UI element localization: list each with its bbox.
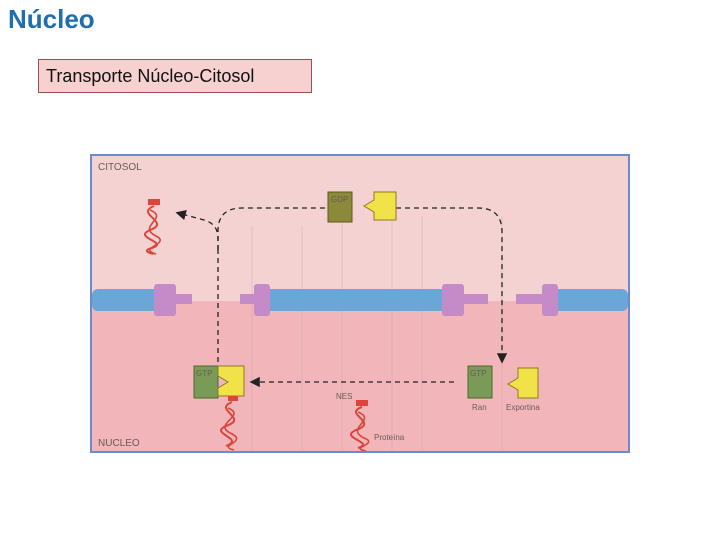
nucleus-label: NUCLEO bbox=[98, 438, 140, 449]
slide-title: Núcleo bbox=[8, 4, 95, 34]
nuclear-pore-3 bbox=[442, 284, 488, 316]
cytosol-region bbox=[92, 156, 628, 301]
nuclear-pore-4 bbox=[516, 284, 558, 316]
protein-released bbox=[144, 199, 161, 255]
cycle-arrow-cytosol bbox=[217, 207, 328, 250]
cycle-arrow-top-right bbox=[396, 207, 508, 364]
ran-gtp-right: GTP Ran bbox=[467, 365, 493, 412]
exportin-label: Exportina bbox=[506, 403, 540, 412]
subtitle-box: Transporte Núcleo-Citosol bbox=[38, 59, 312, 93]
protein-label: Proteína bbox=[374, 433, 405, 442]
ran-label: Ran bbox=[472, 403, 487, 412]
cytosol-label: CITOSOL bbox=[98, 162, 142, 173]
membrane-segment-right bbox=[554, 289, 628, 311]
gtp-right-label: GTP bbox=[470, 369, 486, 378]
exportin-nucleus: Exportina bbox=[506, 367, 540, 412]
gdp-label: GDP bbox=[331, 195, 348, 204]
protein-nes: NES Proteína bbox=[336, 392, 405, 451]
gtp-left-label: GTP bbox=[196, 369, 212, 378]
protein-left bbox=[220, 401, 238, 451]
cycle-arrow-to-protein bbox=[175, 210, 219, 250]
transport-diagram: CITOSOL NUCLEO GDP GTP bbox=[90, 154, 630, 453]
ran-gtp-complex-left: GTP bbox=[193, 365, 245, 401]
nuclear-pore-2 bbox=[240, 284, 270, 316]
nuclear-envelope bbox=[92, 289, 628, 311]
exportin-free bbox=[363, 191, 397, 221]
ran-gdp: GDP bbox=[327, 191, 353, 223]
membrane-segment-left bbox=[92, 289, 164, 311]
nes-label: NES bbox=[336, 392, 352, 401]
nuclear-pore-1 bbox=[154, 284, 192, 316]
membrane-segment-middle bbox=[260, 289, 446, 311]
